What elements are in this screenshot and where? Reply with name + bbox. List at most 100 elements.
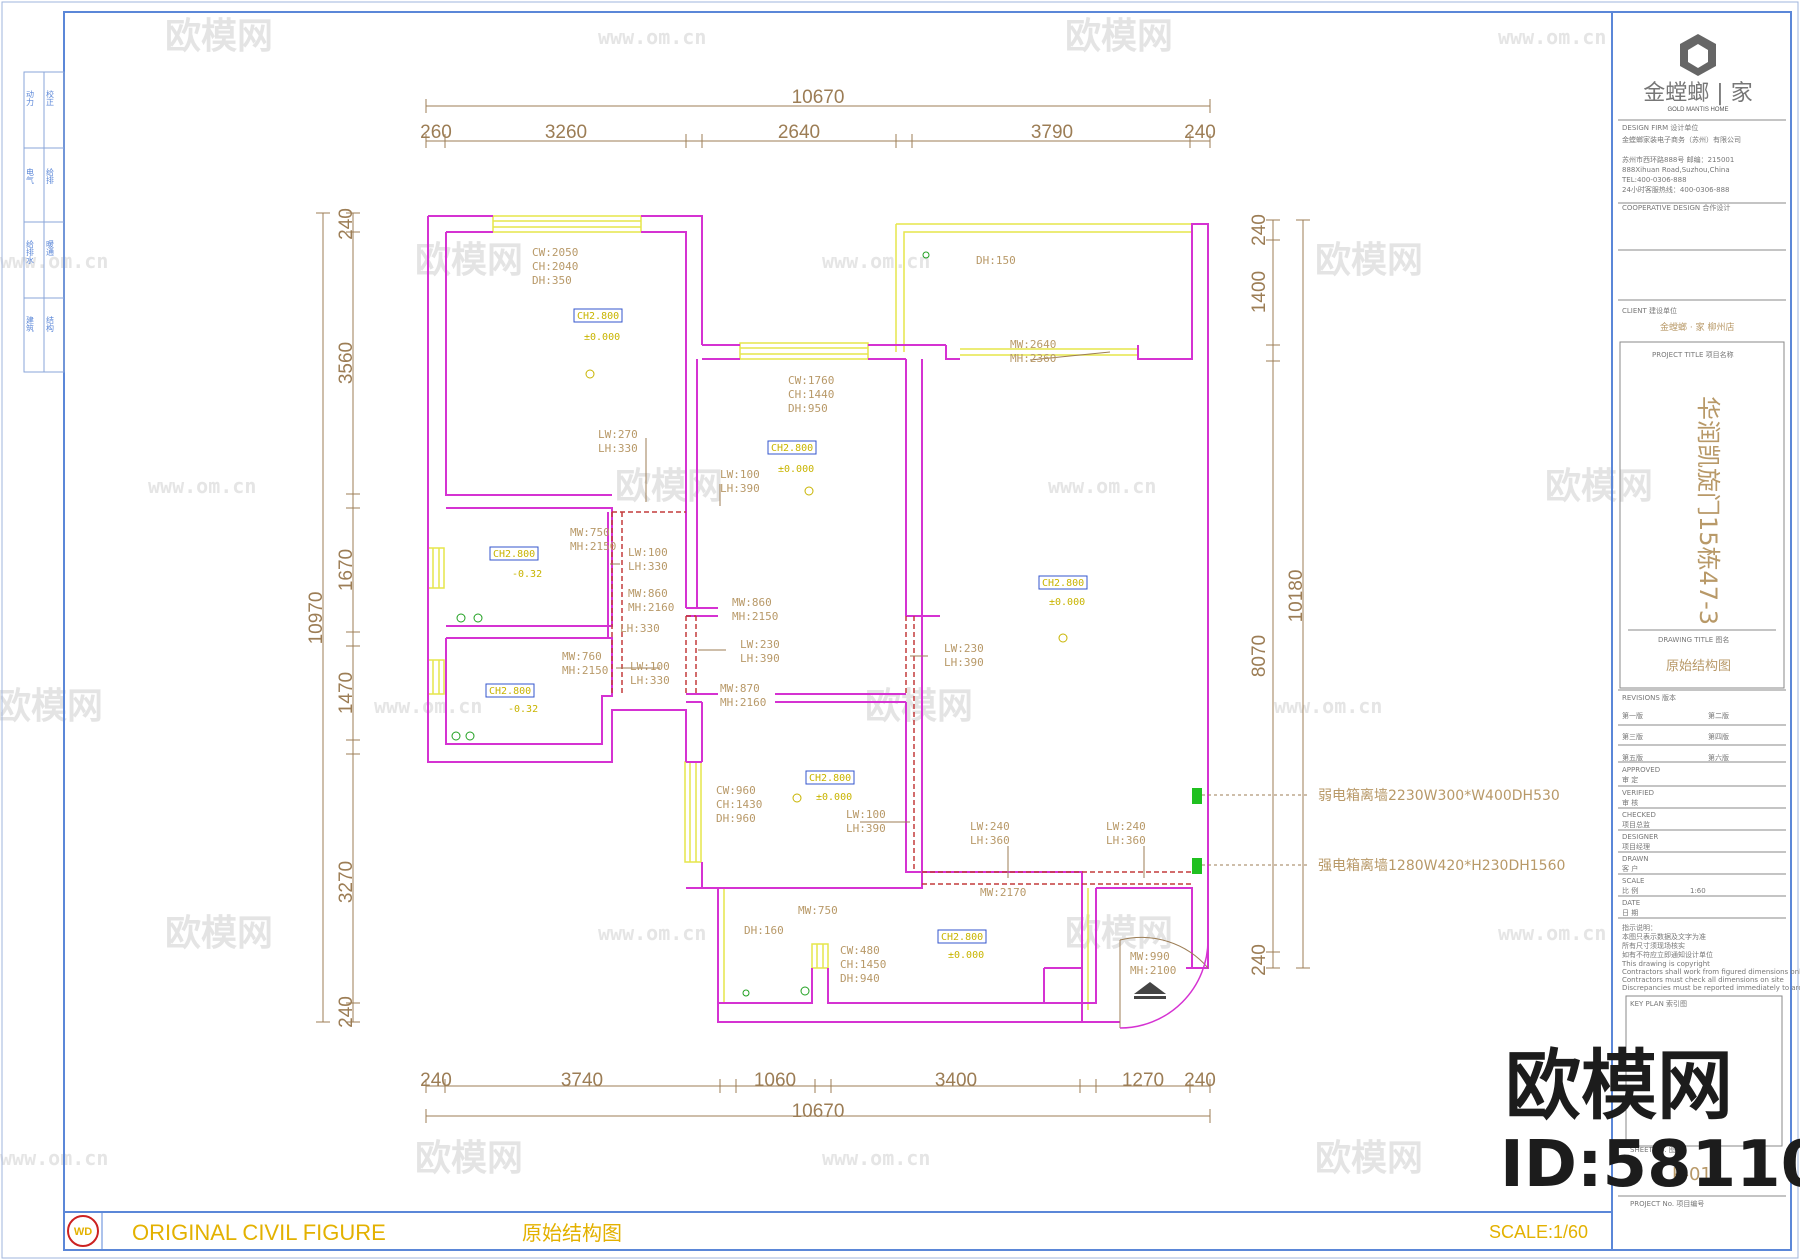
tb-rev: 第六版 — [1708, 753, 1729, 762]
left-discipline-strip — [23, 71, 65, 373]
level-value: ±0.000 — [816, 792, 852, 803]
watermark-brand: 欧模网 — [1065, 913, 1173, 954]
watermark-brand: 欧模网 — [615, 466, 723, 507]
strip-label: 动力 — [26, 89, 35, 107]
annotation: DH:150 — [976, 254, 1016, 267]
level-tag: CH2.800 — [941, 932, 983, 943]
annotation: CH:1450 — [840, 958, 886, 971]
dim-left-seg: 240 — [336, 996, 357, 1028]
watermark-brand: 欧模网 — [1545, 466, 1653, 507]
title-cn: 原始结构图 — [522, 1222, 622, 1245]
annotation: MH:2150 — [570, 540, 616, 553]
walls — [427, 215, 1209, 1023]
tb-drawing-name: 原始结构图 — [1666, 659, 1731, 674]
strip-label: 给排 — [46, 167, 55, 185]
annotation: LH:360 — [970, 834, 1010, 847]
annotation: LW:270 — [598, 428, 638, 441]
annotation: LW:240 — [970, 820, 1010, 833]
tb-design-firm: DESIGN FIRM 设计单位 — [1622, 123, 1698, 132]
entry-arrow-icon — [1134, 982, 1166, 999]
watermark-brand: 欧模网 — [0, 686, 103, 727]
tb-tel: TEL:400-0306-888 — [1621, 176, 1687, 184]
annotation: LH:330 — [630, 674, 670, 687]
annotation: MW:860 — [628, 587, 668, 600]
annotation: LH:390 — [740, 652, 780, 665]
dim-top-seg: 3790 — [1031, 122, 1073, 143]
tb-coop: COOPERATIVE DESIGN 合作设计 — [1622, 203, 1730, 212]
dim-left-seg: 3270 — [336, 861, 357, 903]
annotation: LH:360 — [1106, 834, 1146, 847]
level-tag: CH2.800 — [577, 311, 619, 322]
drain-icon — [451, 731, 461, 741]
watermark-url: www.om.cn — [0, 249, 108, 273]
strip-label: 建筑 — [26, 315, 35, 333]
tb-hotline: 24小时客服热线：400-0306-888 — [1622, 185, 1730, 194]
tb-note: Discrepancies must be reported immediate… — [1622, 984, 1800, 992]
dimension-lines — [316, 99, 1310, 1123]
dim-bottom-seg: 1060 — [754, 1070, 796, 1091]
watermark-brand: 欧模网 — [165, 913, 273, 954]
drain-icon — [922, 251, 930, 259]
wd-logo: WD — [74, 1226, 92, 1238]
watermark-url: www.om.cn — [822, 1146, 930, 1170]
title-en: ORIGINAL CIVIL FIGURE — [132, 1220, 386, 1245]
annotation: MW:760 — [562, 650, 602, 663]
annotation: LW:100 — [628, 546, 668, 559]
tb-project-name: 华润凯旋门15栋47-3 — [1694, 396, 1722, 625]
annotation: DH:160 — [744, 924, 784, 937]
annotation: CW:1760 — [788, 374, 834, 387]
dim-bottom-seg: 240 — [1184, 1070, 1216, 1091]
annotation: CW:2050 — [532, 246, 578, 259]
tb-verified-cn: 审 核 — [1622, 798, 1638, 807]
annotation: MH:2360 — [1010, 352, 1056, 365]
watermark-brand: 欧模网 — [1315, 240, 1423, 281]
tb-date-cn: 日 期 — [1622, 909, 1638, 917]
annotation: LH:390 — [720, 482, 760, 495]
dim-right-seg: 1400 — [1249, 271, 1270, 313]
tb-designer: DESIGNER — [1622, 833, 1658, 841]
brand-logo: 金螳螂 | 家 GOLD MANTIS HOME — [1643, 34, 1753, 113]
annotation: CW:960 — [716, 784, 756, 797]
watermark-brand: 欧模网 — [865, 686, 973, 727]
tb-note: This drawing is copyright — [1621, 960, 1710, 968]
tb-scale: SCALE — [1622, 877, 1644, 885]
watermark-url: www.om.cn — [598, 921, 706, 945]
tb-client: CLIENT 建设单位 — [1622, 306, 1677, 315]
annotation: MW:870 — [720, 682, 760, 695]
dim-right-seg: 8070 — [1249, 635, 1270, 677]
tb-checked-cn: 项目总监 — [1622, 820, 1650, 829]
strip-label: 结构 — [46, 315, 55, 333]
title-scale: SCALE:1/60 — [1489, 1222, 1588, 1242]
strip-label: 校正 — [46, 89, 55, 106]
level-value: ±0.000 — [1049, 597, 1085, 608]
drain-icon — [473, 613, 483, 623]
tb-note: 指示说明： — [1622, 923, 1657, 932]
leader-lines — [610, 351, 1310, 878]
dim-left-total: 10970 — [306, 592, 327, 645]
dim-top-seg: 260 — [420, 122, 452, 143]
box-notes: 弱电箱离墙2230W300*W400DH530 强电箱离墙1280W420*H2… — [1318, 787, 1565, 874]
dim-bottom-total: 10670 — [792, 1101, 845, 1122]
tb-note: 所有尺寸须现场核实 — [1622, 941, 1685, 950]
dim-top-total: 10670 — [792, 87, 845, 108]
annotation: CH:1430 — [716, 798, 762, 811]
watermark-url: www.om.cn — [148, 474, 256, 498]
level-tag: CH2.800 — [493, 549, 535, 560]
annotation: LH:390 — [846, 822, 886, 835]
annotations: CW:2050 CH:2040 DH:350 DH:150 MW:2640 MH… — [532, 246, 1176, 985]
annotation: LW:230 — [740, 638, 780, 651]
annotation: LH:390 — [944, 656, 984, 669]
level-tag: CH2.800 — [809, 773, 851, 784]
watermark-url: www.om.cn — [1274, 694, 1382, 718]
tb-drawing-title: DRAWING TITLE 图名 — [1658, 635, 1729, 644]
tb-scale-cn: 比 例 — [1622, 886, 1638, 895]
fixtures — [451, 251, 930, 997]
tb-note: 如有不符应立即通知设计单位 — [1622, 950, 1713, 959]
dim-bottom-seg: 240 — [420, 1070, 452, 1091]
weak-box-note: 弱电箱离墙2230W300*W400DH530 — [1318, 787, 1560, 804]
annotation: MW:860 — [732, 596, 772, 609]
dim-left-seg: 3560 — [336, 342, 357, 384]
drain-icon — [465, 731, 475, 741]
level-value: -0.32 — [508, 704, 538, 715]
